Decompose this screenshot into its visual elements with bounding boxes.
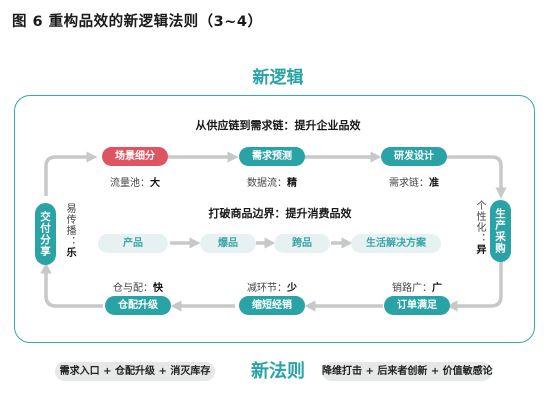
node-shorten-distribution-sub: 减环节：少: [247, 283, 297, 294]
node-delivery-sharing: 交付分享: [35, 203, 56, 265]
main-title: 新逻辑: [252, 68, 304, 88]
figure-title: 图 6 重构品效的新逻辑法则（3~4）: [12, 14, 263, 30]
node-product: 产品: [98, 234, 168, 253]
node-rd-design: 研发设计: [381, 147, 447, 166]
node-cross-product: 跨品: [274, 234, 330, 253]
node-demand-forecast-sub: 数据流：精: [247, 178, 297, 189]
node-hit-product: 爆品: [200, 234, 256, 253]
node-production-procurement-sub: 个性化：异: [474, 200, 485, 255]
bottom-left-formula: 需求入口 + 仓配升级 + 消灭库存: [55, 362, 215, 381]
arrow-right-bottom: [446, 262, 503, 312]
node-shorten-distribution: 缩短经销: [239, 296, 305, 315]
top-subtitle: 从供应链到需求链：提升企业品效: [195, 119, 361, 132]
node-order-fulfillment: 订单满足: [384, 296, 450, 315]
middle-subtitle: 打破商品边界：提升消费品效: [208, 207, 352, 220]
node-delivery-sharing-sub: 易传播：乐: [64, 203, 75, 258]
node-warehouse-upgrade: 仓配升级: [105, 296, 171, 315]
node-rd-design-sub: 需求链：准: [389, 178, 439, 189]
arrow-top-right: [446, 155, 507, 199]
node-scene-segmentation-sub: 流量池：大: [110, 178, 160, 189]
node-demand-forecast: 需求预测: [239, 147, 305, 166]
node-life-solution: 生活解决方案: [351, 234, 441, 253]
node-production-procurement: 生产采购: [490, 200, 511, 262]
node-order-fulfillment-sub: 销路广：广: [392, 283, 442, 294]
node-scene-segmentation: 场景细分: [102, 147, 168, 166]
arrow-left-top: [44, 151, 98, 196]
arrow-bottom-left: [40, 262, 103, 308]
node-warehouse-sub: 仓与配：快: [113, 283, 163, 294]
bottom-right-formula: 降维打击 + 后来者创新 + 价值敏感论: [322, 362, 493, 381]
bottom-title: 新法则: [251, 361, 305, 382]
diagram-frame: [14, 95, 535, 343]
